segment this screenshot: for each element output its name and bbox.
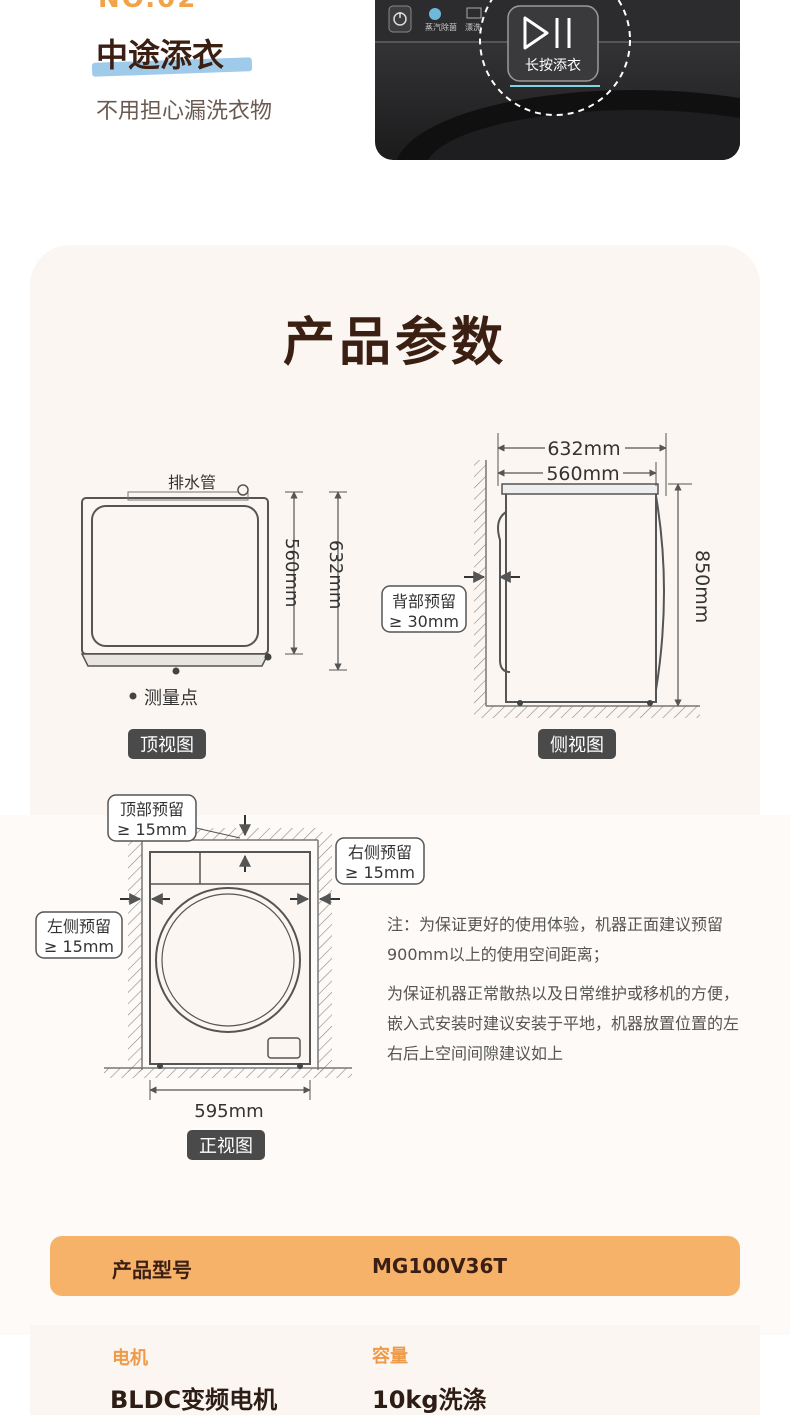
control-panel-art: 蒸汽除菌 漂洗 长按添衣: [375, 0, 740, 160]
model-bar: [50, 1236, 740, 1296]
feature-tag: NO.02: [98, 0, 197, 14]
feature-title-block: 中途添衣: [91, 30, 253, 77]
capacity-value: 10kg洗涤: [372, 1386, 487, 1414]
play-pause-icon: [523, 16, 549, 50]
back-gap-value: ≥ 30mm: [389, 612, 459, 631]
callout-circle: [479, 0, 631, 116]
top-gap-title: 顶部预留: [120, 800, 184, 819]
note-front-space: 注：为保证更好的使用体验，机器正面建议预留900mm以上的使用空间距离；: [387, 915, 724, 964]
top-gap-callout: [107, 794, 197, 842]
left-gap-value: ≥ 15mm: [44, 937, 114, 956]
right-gap-title: 右侧预留: [348, 843, 412, 862]
power-button-icon: [388, 5, 412, 33]
top-view-diagram: 排水管 560mm 632mm 测量点: [80, 473, 347, 709]
model-value: MG100V36T: [372, 1254, 508, 1278]
drain-pipe-label: 排水管: [168, 473, 216, 492]
model-key: 产品型号: [112, 1258, 192, 1282]
top-dim-632: 632mm: [325, 540, 346, 609]
front-view-diagram: 595mm 顶部预留 ≥ 15mm 右侧预留 ≥ 15mm 左侧预留 ≥ 15m…: [35, 794, 425, 1122]
front-width-595: 595mm: [194, 1101, 263, 1122]
top-gap-value: ≥ 15mm: [117, 820, 187, 839]
back-gap-title: 背部预留: [392, 592, 456, 611]
back-gap-callout: [381, 585, 467, 633]
rinse-icon: [466, 7, 482, 19]
top-view-label: 顶视图: [128, 729, 206, 759]
side-view-label: 侧视图: [538, 729, 616, 759]
left-gap-callout: [35, 911, 123, 959]
params-title: 产品参数: [282, 313, 507, 373]
feature-subtitle: 不用担心漏洗衣物: [96, 99, 273, 124]
motor-value: BLDC变频电机: [110, 1386, 278, 1414]
top-dim-560: 560mm: [281, 538, 302, 607]
add-clothes-button: [507, 5, 599, 82]
note-installation: 为保证机器正常散热以及日常维护或移机的方便，嵌入式安装时建议安装于平地，机器放置…: [387, 984, 740, 1063]
side-width-632: 632mm: [547, 438, 620, 460]
dimension-diagrams: 排水管 560mm 632mm 测量点 632mm 560mm: [35, 433, 713, 1122]
front-view-label: 正视图: [187, 1130, 265, 1160]
side-width-560: 560mm: [546, 463, 619, 485]
panel-label-steam: 蒸汽除菌: [425, 22, 457, 32]
side-view-diagram: 632mm 560mm 850mm 背部预留 ≥ 30mm: [381, 433, 713, 718]
side-height-850: 850mm: [691, 550, 713, 623]
motor-label: 电机: [112, 1348, 148, 1369]
control-panel-photo: 蒸汽除菌 漂洗 长按添衣: [375, 0, 740, 160]
specs-card: [30, 1325, 760, 1415]
right-gap-value: ≥ 15mm: [345, 863, 415, 882]
feature-title: 中途添衣: [96, 36, 225, 74]
measure-point-label: 测量点: [144, 688, 198, 709]
capacity-label: 容量: [372, 1346, 408, 1367]
panel-label-rinse: 漂洗: [465, 22, 481, 32]
left-gap-title: 左侧预留: [47, 917, 111, 936]
panel-button-label: 长按添衣: [525, 58, 581, 74]
right-gap-callout: [335, 837, 425, 885]
steam-icon: [429, 8, 441, 20]
